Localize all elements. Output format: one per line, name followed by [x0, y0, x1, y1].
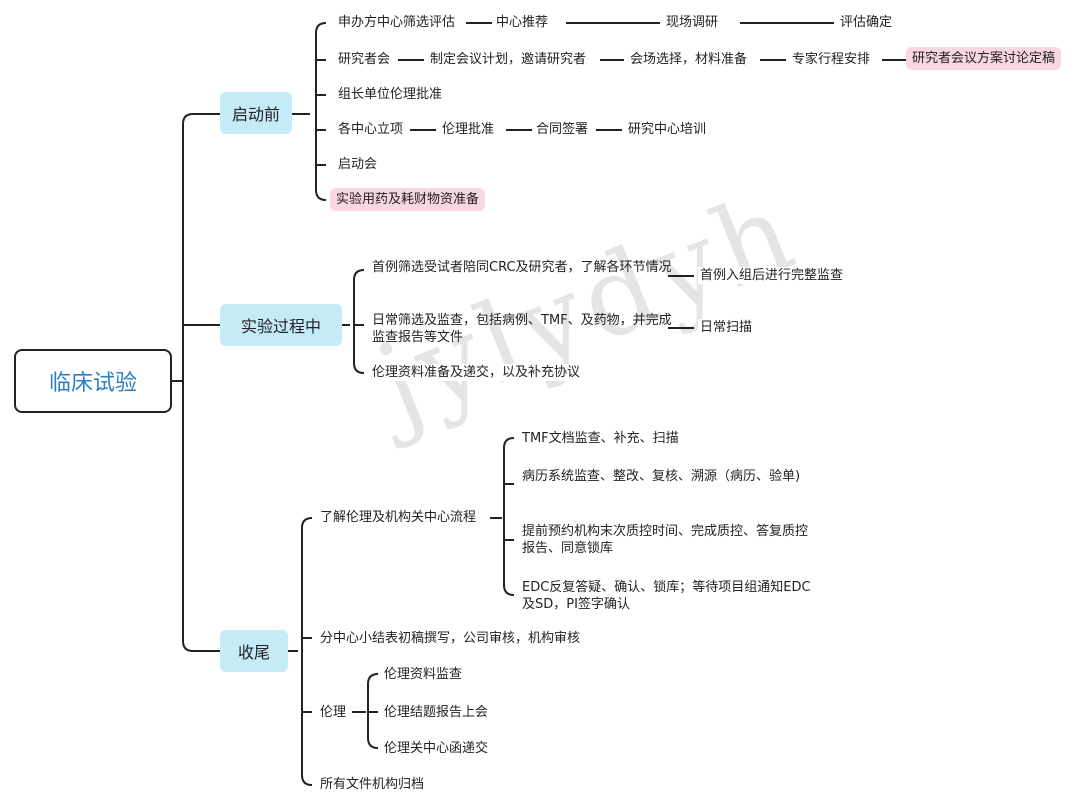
- node-ethics-submission[interactable]: 伦理资料准备及递交，以及补充协议: [370, 364, 583, 381]
- category-start-label: 启动前: [231, 105, 280, 124]
- node-site-visit[interactable]: 现场调研: [664, 14, 721, 31]
- category-closing-label: 收尾: [237, 643, 270, 662]
- node-venue-materials[interactable]: 会场选择，材料准备: [628, 51, 750, 68]
- node-ethics-final-report[interactable]: 伦理结题报告上会: [382, 704, 491, 721]
- category-process-label: 实验过程中: [240, 317, 321, 336]
- node-site-summary[interactable]: 分中心小结表初稿撰写，公司审核，机构审核: [318, 630, 583, 647]
- node-ethics-docs-monitor[interactable]: 伦理资料监查: [382, 666, 465, 683]
- node-ethics-closeout-letter[interactable]: 伦理关中心函递交: [382, 740, 491, 757]
- node-closeout-process[interactable]: 了解伦理及机构关中心流程: [318, 509, 479, 526]
- node-ethics[interactable]: 伦理: [318, 704, 349, 721]
- node-edc-lock[interactable]: EDC反复答疑、确认、锁库；等待项目组通知EDC及SD，PI签字确认: [522, 580, 811, 612]
- category-start[interactable]: 启动前: [220, 92, 292, 134]
- node-medical-records[interactable]: 病历系统监查、整改、复核、溯源（病历、验单): [522, 469, 801, 484]
- node-protocol-finalize[interactable]: 研究者会议方案讨论定稿: [906, 47, 1062, 70]
- node-expert-schedule[interactable]: 专家行程安排: [790, 51, 873, 68]
- node-lead-ethics[interactable]: 组长单位伦理批准: [336, 86, 445, 103]
- node-investigator-meeting[interactable]: 研究者会: [336, 51, 393, 68]
- root-label: 临床试验: [48, 371, 137, 396]
- node-contract-signing[interactable]: 合同签署: [534, 121, 591, 138]
- category-closing[interactable]: 收尾: [220, 630, 288, 672]
- node-center-recommend[interactable]: 中心推荐: [494, 14, 551, 31]
- node-daily-monitoring[interactable]: 日常筛选及监查，包括病例、TMF、及药物，并完成监查报告等文件: [372, 313, 672, 345]
- node-final-qc[interactable]: 提前预约机构末次质控时间、完成质控、答复质控报告、同意锁库: [522, 524, 809, 556]
- node-drug-supplies[interactable]: 实验用药及耗财物资准备: [330, 188, 486, 211]
- root-node[interactable]: 临床试验: [14, 349, 172, 413]
- node-archive[interactable]: 所有文件机构归档: [318, 776, 427, 793]
- category-process[interactable]: 实验过程中: [220, 304, 342, 346]
- node-site-training[interactable]: 研究中心培训: [626, 121, 709, 138]
- node-daily-scanning[interactable]: 日常扫描: [698, 319, 755, 336]
- node-evaluation-confirm[interactable]: 评估确定: [838, 14, 895, 31]
- node-ethics-approval[interactable]: 伦理批准: [440, 121, 497, 138]
- node-kickoff[interactable]: 启动会: [336, 156, 380, 173]
- node-first-enrollment-monitor[interactable]: 首例入组后进行完整监查: [698, 267, 846, 284]
- node-first-screening[interactable]: 首例筛选受试者陪同CRC及研究者，了解各环节情况: [372, 260, 672, 275]
- node-meeting-plan[interactable]: 制定会议计划，邀请研究者: [428, 51, 589, 68]
- node-center-screening[interactable]: 申办方中心筛选评估: [336, 14, 458, 31]
- node-tmf-monitor[interactable]: TMF文档监查、补充、扫描: [520, 430, 681, 447]
- node-site-approval[interactable]: 各中心立项: [336, 121, 406, 138]
